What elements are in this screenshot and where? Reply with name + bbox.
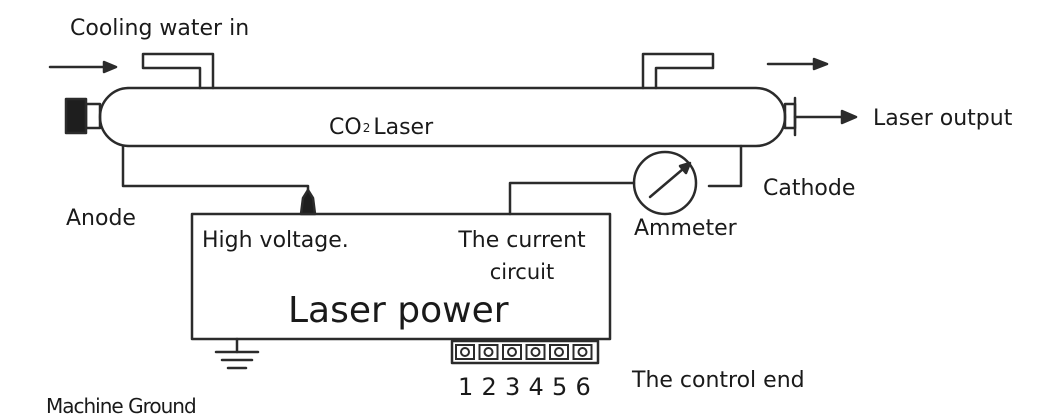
high-voltage-terminal	[299, 188, 317, 216]
laser-output-label: Laser output	[873, 106, 1013, 131]
anode-wire	[121, 144, 310, 198]
current-circuit-line1: The current	[458, 228, 586, 253]
water-outlet-pipe	[641, 52, 715, 90]
terminal-screw-4	[530, 347, 541, 357]
terminal-block-4	[525, 344, 546, 360]
anode-label: Anode	[66, 206, 136, 231]
laser-power-box	[190, 212, 612, 341]
laser-output-arrow-head	[840, 109, 858, 125]
water-inlet-arrow-head	[102, 60, 118, 74]
terminal-screw-3	[507, 347, 517, 357]
rear-mirror-holder	[84, 102, 102, 130]
terminal-block-6	[572, 344, 593, 360]
laser-word: Laser	[373, 115, 434, 140]
laser-power-label: Laser power	[288, 290, 509, 331]
terminal-block-5	[549, 344, 569, 360]
terminal-strip	[450, 339, 600, 365]
cathode-wire	[707, 144, 743, 188]
terminal-number-6: 6	[575, 373, 591, 401]
terminal-block-2	[478, 344, 499, 360]
front-mirror-holder	[783, 102, 797, 130]
terminal-screw-6	[577, 347, 588, 357]
current-circuit-wire	[508, 181, 636, 216]
machine-ground-label: Machine Ground	[46, 394, 197, 418]
terminal-number-3: 3	[505, 373, 521, 401]
co2-prefix: CO	[329, 115, 362, 140]
cathode-label: Cathode	[763, 176, 856, 201]
ammeter-needle-head	[678, 161, 692, 175]
cooling-water-in-label: Cooling water in	[70, 16, 250, 41]
terminal-screw-1	[460, 347, 470, 357]
high-voltage-label: High voltage.	[202, 228, 349, 253]
terminal-number-2: 2	[481, 373, 497, 401]
water-outlet-arrow-head	[812, 57, 829, 71]
terminal-number-5: 5	[552, 373, 568, 401]
ammeter-label: Ammeter	[634, 216, 737, 241]
control-end-label: The control end	[632, 368, 805, 393]
current-circuit-line2: circuit	[489, 260, 555, 284]
terminal-block-1	[455, 344, 475, 360]
terminal-screw-2	[483, 347, 494, 357]
laser-tube	[98, 86, 787, 148]
water-inlet-pipe	[141, 52, 215, 90]
terminal-number-1: 1	[458, 373, 474, 401]
co2-subscript: 2	[362, 121, 371, 135]
terminal-block-3	[502, 344, 522, 360]
terminal-screw-5	[554, 347, 564, 357]
rear-end-cap	[64, 97, 88, 135]
ammeter-needle	[648, 167, 685, 199]
terminal-number-4: 4	[528, 373, 544, 401]
